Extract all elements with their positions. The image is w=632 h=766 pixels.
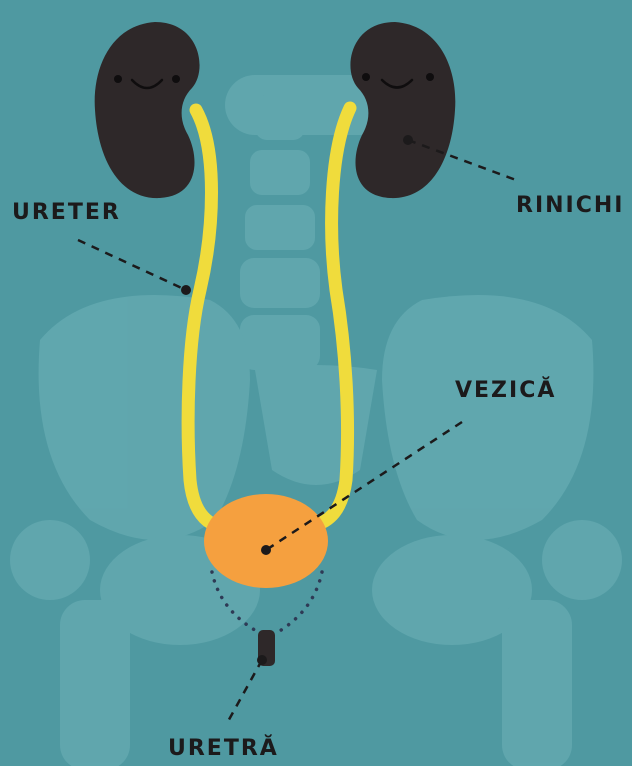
vertebra xyxy=(240,315,320,370)
leader-dot-ureter xyxy=(181,285,191,295)
vertebra xyxy=(245,205,315,250)
kidney-left-eye xyxy=(172,75,180,83)
label-vezica: VEZICĂ xyxy=(455,378,556,403)
bladder xyxy=(204,494,328,588)
label-uretra: URETRĂ xyxy=(168,736,279,761)
kidney-right-eye xyxy=(362,73,370,81)
hip-joint-right xyxy=(542,520,622,600)
leader-dot-uretra xyxy=(257,655,267,665)
leader-dot-vezica xyxy=(261,545,271,555)
label-rinichi: RINICHI xyxy=(516,193,624,218)
kidney-left-body xyxy=(95,22,200,198)
leader-line-uretra xyxy=(226,660,262,725)
kidney-right-eye xyxy=(426,73,434,81)
sacrum xyxy=(255,365,377,485)
pelvis-left-wing xyxy=(39,295,250,540)
vertebra xyxy=(250,150,310,195)
hip-joint-left xyxy=(10,520,90,600)
femur-right xyxy=(502,600,572,766)
leader-dot-rinichi xyxy=(403,135,413,145)
kidney-left-eye xyxy=(114,75,122,83)
pelvis-right-wing xyxy=(382,295,593,540)
kidney-left xyxy=(95,22,200,198)
leader-line-ureter xyxy=(78,240,186,290)
vertebra xyxy=(240,258,320,308)
femur-left xyxy=(60,600,130,766)
label-ureter: URETER xyxy=(12,200,121,225)
vertebra xyxy=(255,95,305,140)
skeleton-silhouette xyxy=(10,75,622,766)
